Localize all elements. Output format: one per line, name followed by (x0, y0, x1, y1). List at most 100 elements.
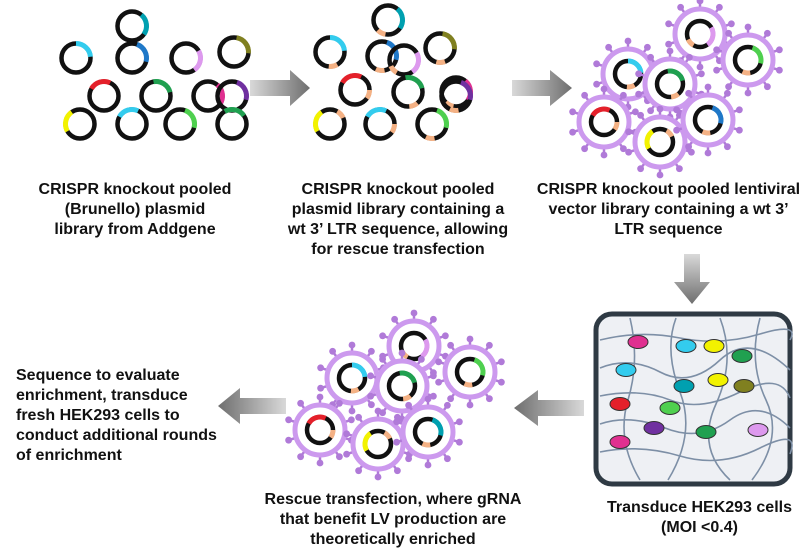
spike-head (466, 335, 474, 343)
spike-head (593, 80, 601, 88)
plasmid (115, 107, 149, 141)
spike-head (417, 355, 425, 363)
cell-nucleus (615, 363, 637, 377)
hek293-cells-panel (593, 311, 793, 487)
spike-head (704, 149, 712, 157)
viral-envelope (642, 56, 698, 112)
grna-insert (313, 110, 324, 133)
spike-head (348, 341, 356, 349)
plasmid (313, 107, 347, 141)
grna-insert (351, 362, 368, 378)
lentiviral-particle (435, 335, 505, 409)
spike-head (367, 392, 375, 400)
arrow-step3-to-step4 (674, 254, 710, 304)
grna-insert (431, 417, 444, 437)
caption-lentiviral-library: CRISPR knockout pooled lentiviral vector… (536, 181, 801, 238)
spike-head (405, 401, 413, 409)
grna-insert (419, 338, 430, 359)
lentiviral-particle (665, 0, 735, 71)
spike-head (605, 43, 613, 51)
ltr-plasmid-library-cluster (313, 3, 473, 141)
plasmid (588, 106, 620, 138)
spike-head (569, 128, 577, 136)
spike-head (410, 309, 418, 317)
spike-head (581, 91, 589, 99)
lentiviral-particle (343, 407, 413, 481)
spike-head (625, 148, 633, 156)
cell-nucleus (609, 435, 631, 449)
spike-head (656, 105, 664, 113)
grna-insert (63, 110, 74, 133)
viral-envelope (720, 32, 776, 88)
grna-insert (235, 80, 249, 101)
grna-insert (223, 107, 246, 118)
grna-insert (435, 108, 449, 129)
plasmid (313, 35, 347, 69)
spike-head (673, 106, 681, 114)
spike-head (637, 165, 645, 173)
spike-head (673, 126, 681, 134)
spike-head (485, 341, 493, 349)
spike-head (725, 83, 733, 91)
spike-head (675, 165, 683, 173)
spike-head (435, 378, 443, 386)
grna-insert (235, 35, 251, 54)
spike-head (285, 416, 293, 424)
lentiviral-particle (713, 23, 783, 97)
spike-head (631, 108, 639, 116)
spike-head (355, 413, 363, 421)
grna-insert (75, 41, 93, 58)
spike-head (600, 85, 608, 93)
grna-insert (410, 51, 421, 74)
viral-envelope (442, 344, 498, 400)
ltr-insert (383, 430, 393, 440)
spike-head (600, 151, 608, 159)
ltr-insert (463, 381, 473, 388)
viral-envelope (374, 358, 430, 414)
ltr-insert (701, 129, 711, 136)
cell-nucleus (733, 379, 755, 393)
viral-envelope (292, 402, 348, 458)
spike-head (297, 399, 305, 407)
grna-insert (667, 68, 685, 82)
spike-head (497, 358, 505, 366)
spike-head (704, 83, 712, 91)
ltr-insert (685, 38, 695, 48)
spike-head (297, 453, 305, 461)
arrow-step5-to-step6 (218, 388, 286, 424)
viral-envelope (632, 114, 688, 170)
spike-head (447, 341, 455, 349)
spike-head (696, 0, 704, 5)
plasmid (338, 73, 373, 107)
spike-head (697, 70, 705, 78)
cell-membrane (599, 382, 791, 406)
spike-head (335, 453, 343, 461)
spike-head (424, 461, 432, 469)
grna-insert (329, 35, 347, 52)
cell-nucleus (659, 401, 681, 415)
cell-nucleus (675, 339, 697, 353)
spike-head (429, 392, 437, 400)
spike-head (316, 459, 324, 467)
spike-head (713, 46, 721, 54)
spike-head (466, 401, 474, 409)
spike-head (763, 83, 771, 91)
cell-nucleus (643, 421, 665, 435)
spike-head (775, 46, 783, 54)
plasmid (163, 107, 197, 141)
spike-head (329, 347, 337, 355)
grna-insert (340, 73, 363, 85)
spike-head (744, 89, 752, 97)
ltr-insert (402, 393, 412, 402)
grna-insert (153, 79, 173, 94)
spike-head (374, 473, 382, 481)
spike-head (687, 148, 695, 156)
cell-nucleus (673, 379, 695, 393)
lentiviral-particle (393, 395, 463, 469)
grna-insert (117, 107, 140, 119)
plasmid (87, 79, 121, 113)
cell-nucleus (731, 349, 753, 363)
spike-head (429, 315, 437, 323)
spike-head (443, 455, 451, 463)
